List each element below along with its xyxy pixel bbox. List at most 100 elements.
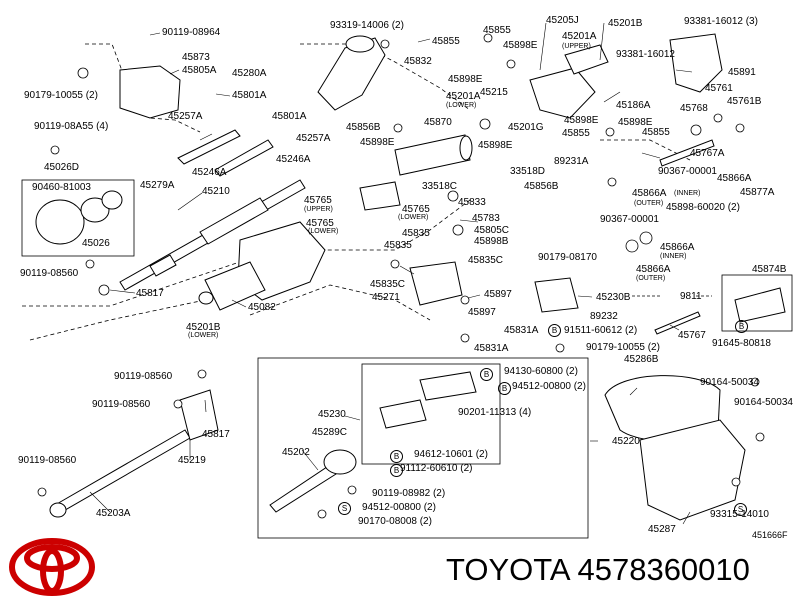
part-label-p-45257a-1: 45257A	[168, 111, 203, 122]
part-label-p-90179-10055-2-bot: 90179-10055 (2)	[586, 342, 660, 353]
part-label-p-90164-50034-2: 90164-50034	[734, 397, 793, 408]
part-label-p-45855-3: 45855	[562, 128, 590, 139]
part-label-p-45832: 45832	[404, 56, 432, 67]
part-label-p-45215: 45215	[480, 87, 508, 98]
part-label-p-45210: 45210	[202, 186, 230, 197]
part-label-p-90367-00001-b: 90367-00001	[600, 214, 659, 225]
qualifier-label-q-outer-2: (OUTER)	[636, 275, 666, 282]
part-label-p-90367-00001-a: 90367-00001	[658, 166, 717, 177]
part-label-p-45874b: 45874B	[752, 264, 787, 275]
part-label-p-45831a-1: 45831A	[504, 325, 539, 336]
part-label-p-90119-08a55-4: 90119-08A55 (4)	[34, 121, 109, 132]
part-label-p-45765-lower-1: 45765	[402, 204, 430, 215]
part-label-p-90164-50034-1: 90164-50034	[700, 377, 759, 388]
marker-label-m-b-5: B	[735, 320, 748, 333]
part-label-p-90119-08982-2: 90119-08982 (2)	[372, 488, 446, 499]
part-label-p-45201a-upper: 45201A	[562, 31, 597, 42]
toyota-emblem-icon	[9, 538, 95, 596]
part-label-p-45205j: 45205J	[546, 15, 579, 26]
marker-label-m-b-6: B	[548, 324, 561, 337]
marker-label-m-b-3: B	[390, 450, 403, 463]
marker-label-m-b-4: B	[390, 464, 403, 477]
part-label-p-45866a-inner-1: 45866A	[717, 173, 752, 184]
part-label-p-45833: 45833	[458, 197, 486, 208]
part-label-p-45761b: 45761B	[727, 96, 762, 107]
part-label-p-45203a: 45203A	[96, 508, 131, 519]
part-label-p-90119-08964: 90119-08964	[162, 27, 221, 38]
qualifier-label-q-inner-2: (INNER)	[660, 253, 687, 260]
part-label-p-45866a-inner-2: 45866A	[660, 242, 695, 253]
part-label-p-45257a-2: 45257A	[296, 133, 331, 144]
part-label-p-90119-08560-c: 90119-08560	[92, 399, 151, 410]
part-label-p-45201b-upper: 45201B	[608, 18, 643, 29]
part-label-p-45201b-lower: 45201B	[186, 322, 221, 333]
qualifier-label-q-lower-3: (LOWER)	[398, 214, 429, 221]
part-label-p-45271: 45271	[372, 292, 400, 303]
part-label-p-45801a-1: 45801A	[232, 90, 267, 101]
part-label-p-45898e-4: 45898E	[478, 140, 513, 151]
part-label-p-45279a: 45279A	[140, 180, 175, 191]
part-label-p-90119-08560-b: 90119-08560	[114, 371, 173, 382]
part-label-p-45870: 45870	[424, 117, 452, 128]
emblem-horizontal-ring	[24, 544, 80, 572]
part-label-p-45220: 45220	[612, 436, 640, 447]
part-label-p-45230: 45230	[318, 409, 346, 420]
qualifier-label-q-upper-1: (UPPER)	[562, 43, 591, 50]
part-label-p-45805a: 45805A	[182, 65, 217, 76]
part-label-p-90119-08560-a: 90119-08560	[20, 268, 79, 279]
part-label-p-45783: 45783	[472, 213, 500, 224]
part-label-p-45898e-1: 45898E	[503, 40, 538, 51]
part-label-p-45246a-2: 45246A	[276, 154, 311, 165]
qualifier-label-q-lower-4: (LOWER)	[308, 228, 339, 235]
part-label-p-45898e-5: 45898E	[564, 115, 599, 126]
part-label-p-93381-16012-3: 93381-16012 (3)	[684, 16, 758, 27]
part-label-p-45866a-outer-2: 45866A	[636, 264, 671, 275]
part-label-p-45831a-2: 45831A	[474, 343, 509, 354]
part-label-p-45898e-2: 45898E	[448, 74, 483, 85]
part-label-p-45286b: 45286B	[624, 354, 659, 365]
part-label-p-45898e-3: 45898E	[360, 137, 395, 148]
qualifier-label-q-inner-1: (INNER)	[674, 190, 701, 197]
part-label-p-94130-60800-2: 94130-60800 (2)	[504, 366, 578, 377]
part-label-p-33518c: 33518C	[422, 181, 458, 192]
part-label-p-94512-00800-2-a: 94512-00800 (2)	[512, 381, 586, 392]
part-label-p-45856b: 45856B	[346, 122, 381, 133]
part-label-p-90201-11313-4: 90201-11313 (4)	[458, 407, 532, 418]
part-label-p-93319-14006-2: 93319-14006 (2)	[330, 20, 404, 31]
part-label-p-45855-4: 45855	[642, 127, 670, 138]
part-label-p-9811: 9811	[680, 291, 702, 302]
part-label-p-45835c-1: 45835C	[468, 255, 504, 266]
part-label-p-45287: 45287	[648, 524, 676, 535]
part-label-p-89232: 89232	[590, 311, 618, 322]
part-label-p-90179-08170: 90179-08170	[538, 252, 597, 263]
part-label-p-45767a: 45767A	[690, 148, 725, 159]
part-label-p-45082: 45082	[248, 302, 276, 313]
part-label-p-91112-60610-2: 91112-60610 (2)	[400, 463, 473, 474]
part-label-p-45835-2: 45835	[384, 240, 412, 251]
part-label-p-45817-2: 45817	[202, 429, 230, 440]
part-label-p-45835c-2: 45835C	[370, 279, 406, 290]
part-label-p-90170-08008-2: 90170-08008 (2)	[358, 516, 432, 527]
part-label-p-45768: 45768	[680, 103, 708, 114]
part-label-p-45765-upper: 45765	[304, 195, 332, 206]
part-label-p-45856b-2: 45856B	[524, 181, 559, 192]
part-label-p-45891: 45891	[728, 67, 756, 78]
part-label-p-45866a-outer-1: 45866A	[632, 188, 667, 199]
part-label-p-45801a-2: 45801A	[272, 111, 307, 122]
part-label-p-91645-80818: 91645-80818	[712, 338, 771, 349]
part-label-p-45877a: 45877A	[740, 187, 775, 198]
marker-label-m-b-1: B	[480, 368, 493, 381]
part-label-p-45898b: 45898B	[474, 236, 509, 247]
emblem-vertical-ring	[40, 548, 64, 594]
part-label-p-45219: 45219	[178, 455, 206, 466]
part-label-p-45898e-6: 45898E	[618, 117, 653, 128]
part-label-p-90460-81003: 90460-81003	[32, 182, 91, 193]
part-label-p-45230b: 45230B	[596, 292, 631, 303]
part-label-p-45246a-1: 45246A	[192, 167, 227, 178]
part-label-p-90179-10055-2-top: 90179-10055 (2)	[24, 90, 98, 101]
part-label-p-45186a: 45186A	[616, 100, 651, 111]
qualifier-label-q-outer-1: (OUTER)	[634, 200, 664, 207]
part-label-p-45202: 45202	[282, 447, 310, 458]
